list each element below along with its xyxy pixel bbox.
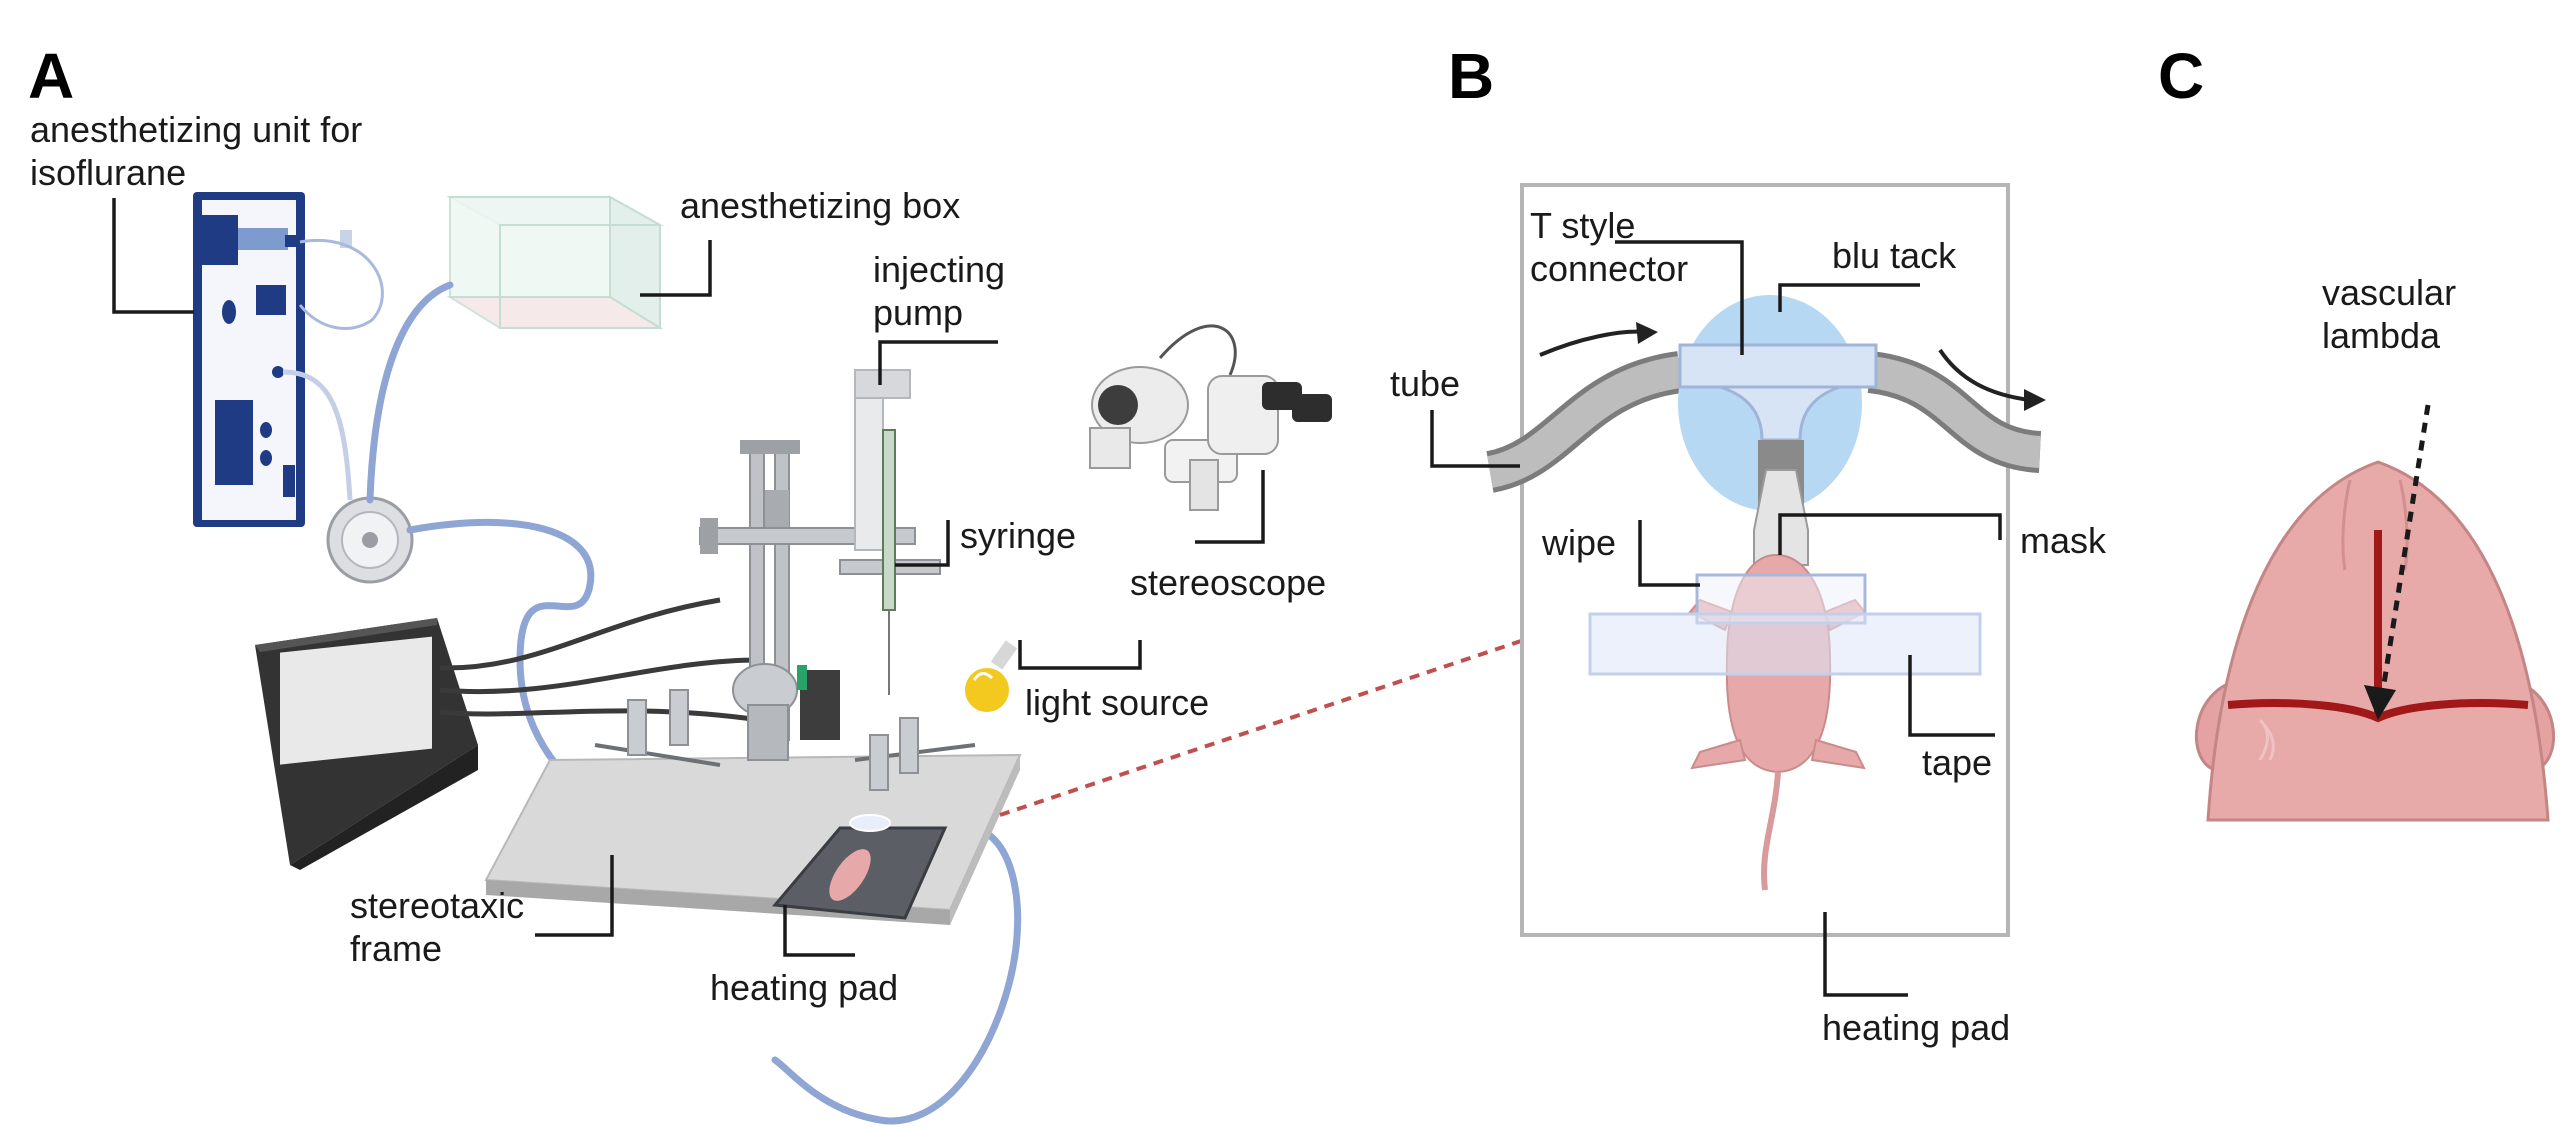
mouse-head-illustration	[2194, 460, 2556, 822]
label-syringe: syringe	[960, 515, 1076, 556]
label-tube: tube	[1390, 363, 1460, 404]
stereoscope-illustration	[1089, 324, 1332, 511]
label-anesthetizing-unit-line2: isoflurane	[30, 152, 186, 193]
label-heating-pad-b: heating pad	[1822, 1007, 2010, 1048]
label-mask: mask	[2020, 520, 2107, 561]
panel-b-leader-lines	[1430, 240, 2002, 997]
control-box-illustration	[255, 618, 478, 870]
injecting-pump-illustration	[854, 369, 911, 695]
lambda-arrow-head	[2364, 685, 2396, 720]
panel-b: T style connector blu tack tube wipe mas…	[1390, 183, 2107, 1048]
mask-illustration	[1753, 440, 1809, 566]
light-bulb-illustration	[965, 640, 1018, 712]
label-anesthetizing-unit: anesthetizing unit for	[30, 109, 362, 150]
lambda-arrow	[2380, 404, 2431, 691]
panel-c: vascular lambda	[2194, 272, 2556, 822]
panel-letter-a: A	[28, 40, 74, 112]
anesthetizing-box-illustration	[446, 195, 664, 330]
panel-letter-c: C	[2158, 40, 2204, 112]
flow-arrows	[1539, 329, 2031, 402]
label-injecting-pump-line2: pump	[873, 292, 963, 333]
panel-a: anesthetizing unit for isoflurane anesth…	[30, 109, 1548, 1125]
label-vascular-lambda: vascular	[2322, 272, 2456, 313]
label-heating-pad-a: heating pad	[710, 967, 898, 1008]
control-cables	[439, 597, 761, 723]
label-light-source: light source	[1025, 682, 1209, 723]
panel-a-leader-lines	[112, 198, 1265, 957]
label-blu-tack: blu tack	[1832, 235, 1957, 276]
anesthetizing-unit-illustration	[193, 192, 414, 584]
label-stereotaxic-frame: stereotaxic	[350, 885, 524, 926]
tape-illustration	[1588, 612, 1982, 676]
label-t-style-connector-line2: connector	[1530, 248, 1688, 289]
label-tape: tape	[1922, 742, 1992, 783]
anesthesia-tubing	[366, 281, 1022, 1125]
label-vascular-lambda-line2: lambda	[2322, 315, 2441, 356]
label-stereoscope: stereoscope	[1130, 562, 1326, 603]
label-stereotaxic-frame-line2: frame	[350, 928, 442, 969]
label-injecting-pump: injecting	[873, 249, 1005, 290]
panel-letter-b: B	[1448, 40, 1494, 112]
t-connector-illustration	[1678, 343, 1878, 442]
label-wipe: wipe	[1541, 522, 1616, 563]
label-t-style-connector: T style	[1530, 205, 1635, 246]
label-anesthetizing-box: anesthetizing box	[680, 185, 960, 226]
